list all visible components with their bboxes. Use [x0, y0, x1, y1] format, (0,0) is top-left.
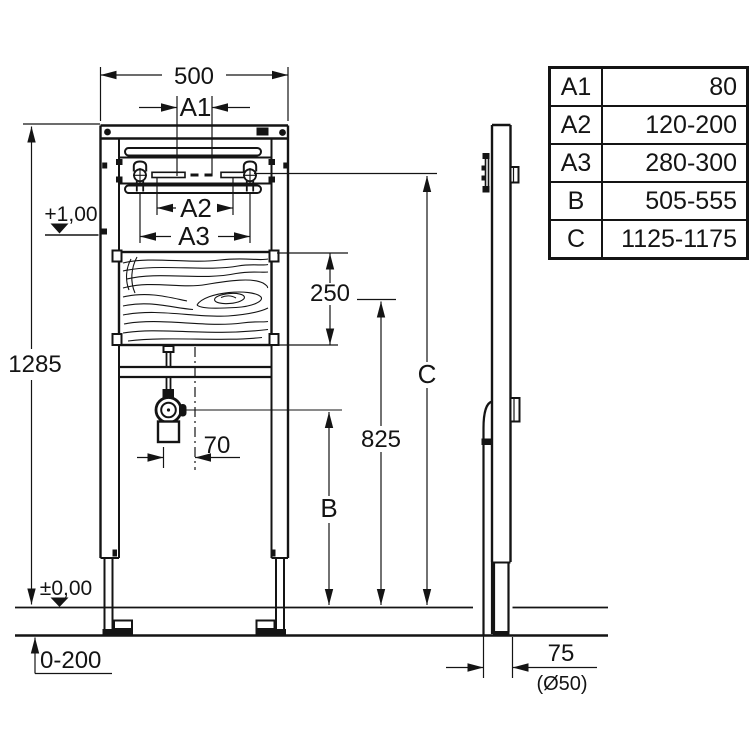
spec-value: 1125-1175	[601, 219, 749, 260]
drain-pipe-stub	[156, 420, 181, 444]
spec-value: 80	[601, 66, 749, 107]
drain-elbow-pipe	[481, 400, 494, 635]
wood-grain	[122, 256, 269, 342]
table-row: C 1125-1175	[548, 219, 749, 260]
front-view	[99, 124, 290, 635]
dim-label-0-200: 0-200	[40, 647, 101, 674]
dim-label-70: 70	[204, 432, 231, 459]
dim-label-a1: A1	[180, 92, 212, 122]
dim-wall-offset-75	[446, 636, 597, 678]
wall-bracket	[481, 153, 490, 193]
spec-label: A3	[548, 143, 603, 183]
dim-label-c: C	[418, 359, 437, 389]
table-row: A1 80	[548, 66, 749, 107]
mounting-band	[102, 147, 289, 194]
panel-clamp	[268, 249, 280, 263]
spec-value: 505-555	[601, 181, 749, 221]
dim-label-825: 825	[361, 426, 401, 453]
legs	[102, 549, 286, 635]
dim-label-a2: A2	[180, 193, 212, 223]
level-marker-upper	[45, 223, 107, 236]
spec-label: C	[548, 219, 603, 260]
spec-table: A1 80 A2 120-200 A3 280-300 B 505-555 C …	[548, 66, 749, 260]
dim-label-b: B	[320, 493, 337, 523]
dim-label-a3: A3	[178, 221, 210, 251]
dim-label-1285: 1285	[8, 351, 61, 378]
mounting-panel	[111, 249, 280, 347]
side-view	[481, 123, 521, 636]
panel-clamp	[111, 333, 123, 346]
level-markers	[45, 223, 107, 607]
corner-screw-left	[104, 128, 111, 136]
dimensions	[23, 67, 597, 678]
clamp-bolt-head	[162, 345, 175, 353]
dim-drain-offset-70	[137, 447, 240, 468]
drain-socket	[154, 396, 187, 444]
dim-b	[186, 409, 342, 605]
side-foot-tube	[492, 562, 510, 632]
dim-label-250: 250	[310, 280, 350, 307]
drain-nub	[179, 404, 187, 417]
dim-label-75: 75	[548, 640, 575, 667]
hanger-bolt-left	[132, 160, 148, 192]
table-row: A2 120-200	[548, 105, 749, 145]
foot-plate	[113, 619, 133, 630]
dim-width-500	[99, 67, 289, 121]
labels: 500 A1 A2 A3 250 1285 +1,00 ±0,00 0-200 …	[8, 63, 587, 695]
leg-lock-bolt	[112, 549, 117, 557]
dim-label-pipe-dia: (Ø50)	[536, 673, 587, 695]
foot-plate	[255, 619, 276, 630]
level-label-upper: +1,00	[44, 203, 97, 226]
table-row: B 505-555	[548, 181, 749, 221]
label-plate	[256, 127, 269, 136]
dim-a3	[139, 193, 251, 243]
dim-a2	[156, 177, 234, 215]
panel-clamp	[111, 249, 123, 263]
spec-label: B	[548, 181, 603, 221]
top-rail-fasteners	[104, 127, 286, 136]
dim-floor-buildup	[30, 637, 112, 675]
dim-c	[254, 172, 437, 605]
dim-panel-250	[277, 252, 348, 346]
floor-lines	[15, 606, 608, 637]
slotted-strip	[151, 171, 255, 179]
hanger-bolt-right	[242, 160, 258, 192]
dim-label-500: 500	[174, 63, 214, 90]
dim-frame-height-1285	[23, 123, 100, 605]
band-fittings	[102, 159, 289, 183]
panel-clamp	[268, 333, 280, 346]
spec-label: A1	[548, 66, 603, 107]
wall-anchor-mark	[100, 228, 107, 235]
side-channel	[490, 123, 512, 562]
side-tab-lower	[509, 397, 521, 423]
side-tab-upper	[509, 166, 520, 184]
level-label-floor: ±0,00	[40, 577, 92, 600]
dim-a1	[139, 96, 250, 176]
level-marker-floor	[50, 597, 69, 607]
frame-rails	[99, 124, 290, 559]
dim-outlet-825	[357, 298, 396, 605]
corner-screw-right	[279, 129, 286, 136]
leg-lock-bolt	[271, 549, 276, 557]
spec-value: 280-300	[601, 143, 749, 183]
spec-value: 120-200	[601, 105, 749, 145]
table-row: A3 280-300	[548, 143, 749, 183]
spec-label: A2	[548, 105, 603, 145]
